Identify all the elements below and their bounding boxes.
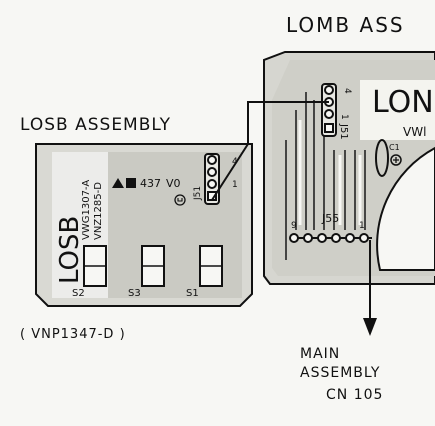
j55-label: J55 bbox=[321, 212, 339, 225]
main-label-line2: ASSEMBLY bbox=[300, 365, 380, 381]
pin-1-right: 1 bbox=[339, 114, 349, 120]
board-code-vwg: VWG1307-A bbox=[81, 180, 92, 240]
board-code-vnz: VNZ1285-D bbox=[93, 182, 104, 240]
lomb-trace-highlights bbox=[298, 120, 362, 225]
main-label-line3: CN 105 bbox=[326, 387, 383, 403]
switch-s3-label: S3 bbox=[128, 288, 141, 299]
losb-board: LOSB VWG1307-A VNZ1285-D 437 V0 J51 1 4 … bbox=[35, 143, 253, 307]
connector-j51-left bbox=[204, 153, 220, 205]
pin-1-left: 1 bbox=[232, 180, 238, 190]
switch-s1-label: S1 bbox=[186, 288, 199, 299]
lomb-traces bbox=[285, 92, 366, 260]
lomb-title: LOMB ASS bbox=[286, 13, 405, 37]
connector-j55 bbox=[289, 233, 372, 243]
j51-left-label: J51 bbox=[193, 186, 203, 201]
j51-right-label: J51 bbox=[338, 123, 349, 140]
main-label-line1: MAIN bbox=[300, 346, 340, 362]
c1-label: C1 bbox=[389, 143, 400, 152]
j55-pin-1: 1 bbox=[359, 221, 365, 231]
part-code: 437 bbox=[140, 177, 161, 190]
main-assembly-arrow bbox=[363, 240, 377, 336]
ul-recognized-icon bbox=[174, 194, 186, 206]
capacitor-c1 bbox=[375, 139, 402, 177]
pin-4-left: 4 bbox=[232, 157, 238, 167]
connector-j51-right bbox=[321, 83, 337, 137]
losb-part-number: ( VNP1347-D ) bbox=[20, 327, 126, 342]
pin-4-right: 4 bbox=[342, 88, 352, 94]
losb-title: LOSB ASSEMBLY bbox=[20, 115, 171, 135]
switch-s2-label: S2 bbox=[72, 288, 85, 299]
circular-cutout bbox=[376, 146, 435, 271]
interconnect-wire bbox=[211, 101, 329, 201]
losb-vertical-label: LOSB bbox=[55, 216, 85, 284]
lomb-board-label: LON bbox=[372, 85, 434, 120]
mark-e-icon bbox=[126, 178, 136, 188]
j55-pin-9: 9 bbox=[291, 221, 297, 231]
marking-v0: V0 bbox=[166, 177, 181, 190]
warning-triangle-icon bbox=[112, 178, 124, 188]
vwl-code-partial: VWl bbox=[403, 125, 426, 139]
lomb-board: LOMB ASS LON VWl C1 J51 4 J55 9 1 1 bbox=[263, 13, 435, 285]
